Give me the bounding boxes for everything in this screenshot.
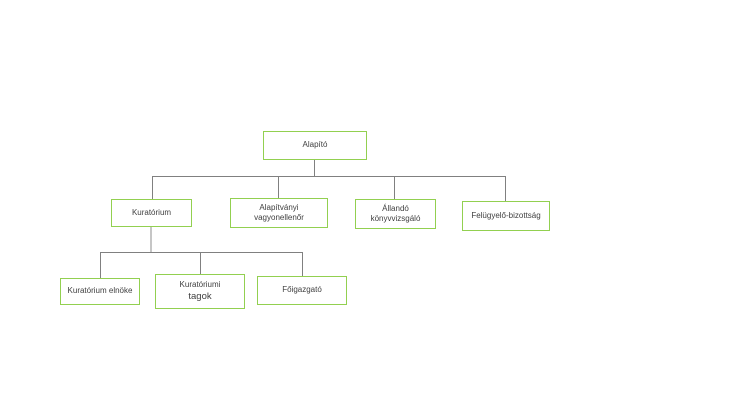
org-node-label: Kuratórium bbox=[131, 207, 172, 217]
org-node-kuratorium[interactable]: Kuratórium bbox=[111, 199, 192, 227]
org-node-foigazgato[interactable]: Főigazgató bbox=[257, 276, 347, 305]
connector-drop-foigazgato bbox=[302, 252, 303, 276]
org-node-felugyelo[interactable]: Felügyelő-bizottság bbox=[462, 201, 550, 231]
org-node-vagyonellenor[interactable]: Alapítványi vagyonellenőr bbox=[230, 198, 328, 228]
connector-drop-elnoke bbox=[100, 252, 101, 278]
org-node-label: Állandó könyvvizsgáló bbox=[370, 203, 421, 223]
org-node-label: Felügyelő-bizottság bbox=[471, 210, 541, 220]
org-node-alapito[interactable]: Alapító bbox=[263, 131, 367, 160]
connector-drop-felugyelo bbox=[505, 176, 506, 202]
connector-drop-tagok bbox=[200, 252, 201, 274]
org-node-label: Főigazgató bbox=[282, 285, 322, 295]
connector-drop-konyvvizsgalo bbox=[394, 176, 395, 199]
org-node-konyvvizsgalo[interactable]: Állandó könyvvizsgáló bbox=[355, 199, 436, 229]
org-node-label: Alapító bbox=[302, 140, 328, 150]
connector-drop-kuratorium bbox=[152, 176, 153, 199]
connector-drop-vagyonellenor bbox=[278, 176, 279, 199]
connector-kuratorium-stem bbox=[150, 226, 152, 253]
org-node-label: Kuratórium elnöke bbox=[67, 286, 133, 296]
org-node-label-line2: tagok bbox=[188, 290, 212, 302]
org-node-label: Alapítványi vagyonellenőr bbox=[254, 202, 304, 222]
connector-level2-horizontal bbox=[100, 252, 303, 253]
org-node-elnoke[interactable]: Kuratórium elnöke bbox=[60, 278, 140, 305]
org-node-tagok[interactable]: Kuratóriumi tagok bbox=[155, 274, 245, 309]
connector-alapito-stem bbox=[314, 159, 315, 177]
connector-level1-horizontal bbox=[152, 176, 506, 177]
org-node-label-line1: Kuratóriumi bbox=[179, 280, 221, 290]
